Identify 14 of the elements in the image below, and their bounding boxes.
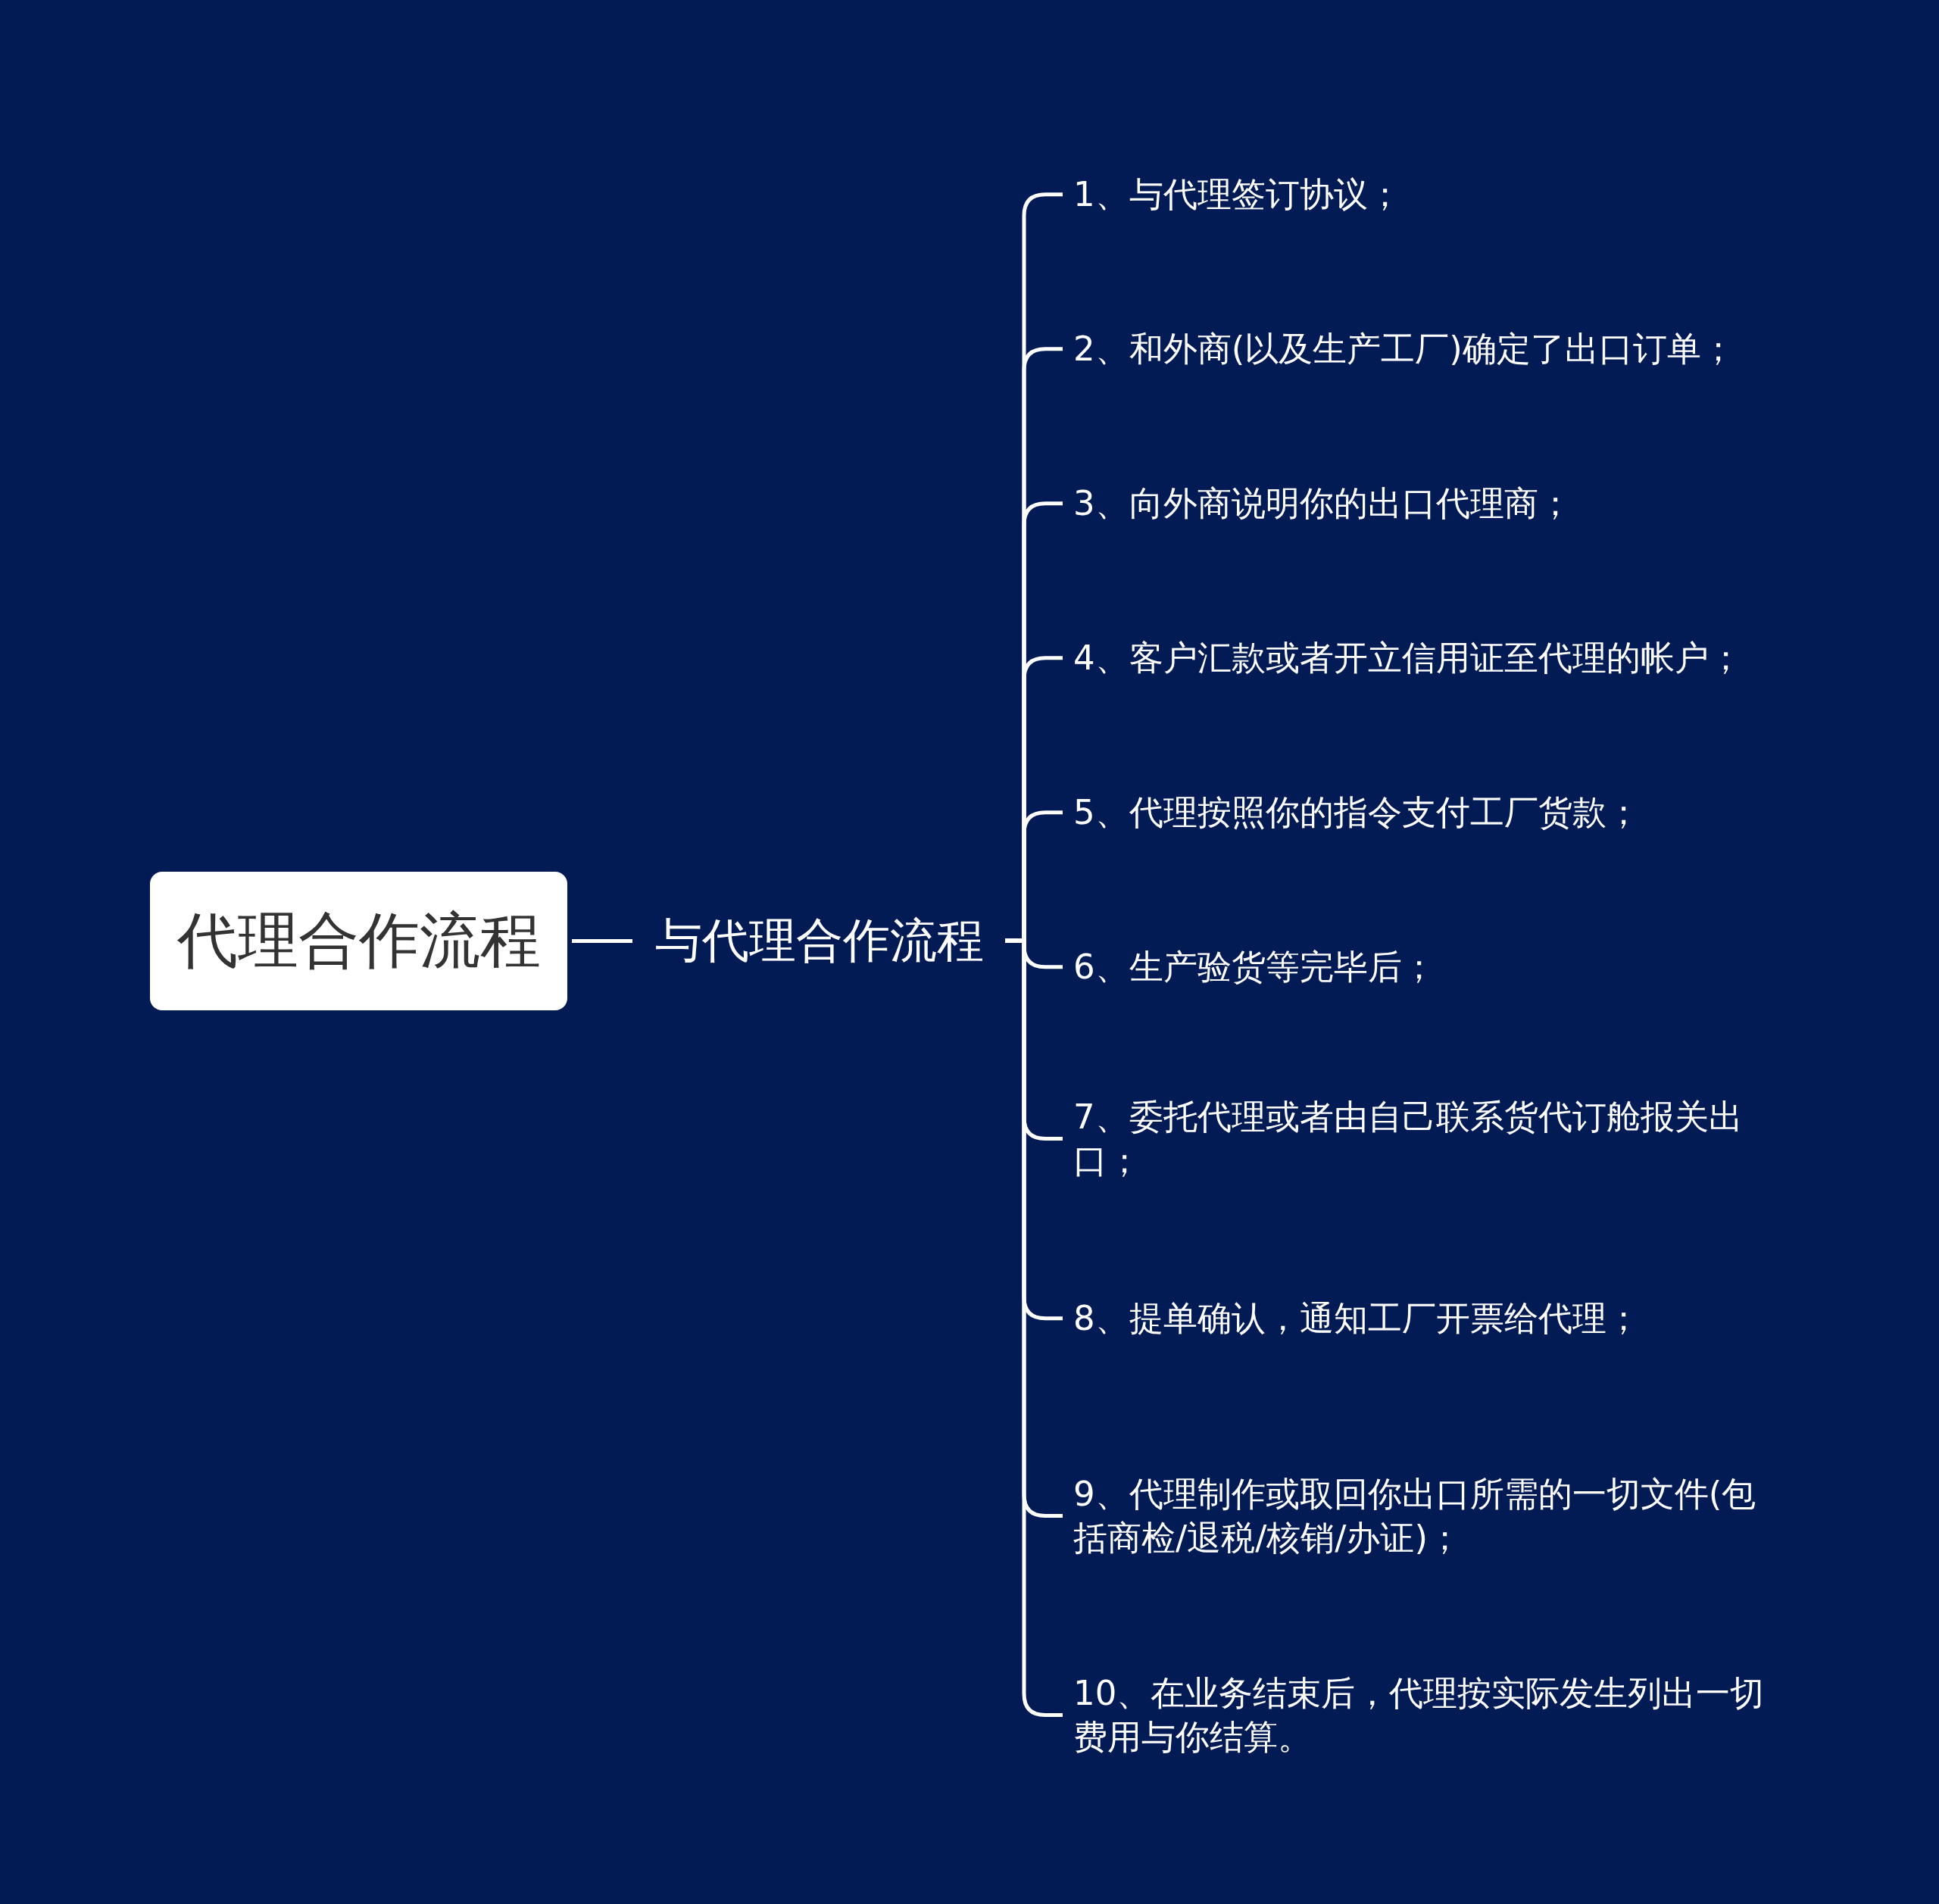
connector-line	[1005, 938, 1063, 1718]
step-text: 10、在业务结束后，代理按实际发生列出一切费用与你结算。	[1073, 1671, 1778, 1759]
subtopic-text: 与代理合作流程	[655, 909, 984, 972]
connector-line	[572, 939, 632, 943]
step-text: 3、向外商说明你的出口代理商；	[1073, 482, 1778, 526]
step-text: 4、客户汇款或者开立信用证至代理的帐户；	[1073, 636, 1778, 680]
step-text: 1、与代理签订协议；	[1073, 173, 1778, 217]
root-topic-box: 代理合作流程	[150, 872, 567, 1010]
step-text: 6、生产验货等完毕后；	[1073, 945, 1778, 989]
step-text: 5、代理按照你的指令支付工厂货款；	[1073, 791, 1778, 835]
step-text: 9、代理制作或取回你出口所需的一切文件(包括商检/退税/核销/办证)；	[1073, 1472, 1778, 1560]
step-text: 8、提单确认，通知工厂开票给代理；	[1073, 1297, 1778, 1341]
step-text: 2、和外商(以及生产工厂)确定了出口订单；	[1073, 327, 1778, 371]
step-text: 7、委托代理或者由自己联系货代订舱报关出口；	[1073, 1095, 1778, 1183]
